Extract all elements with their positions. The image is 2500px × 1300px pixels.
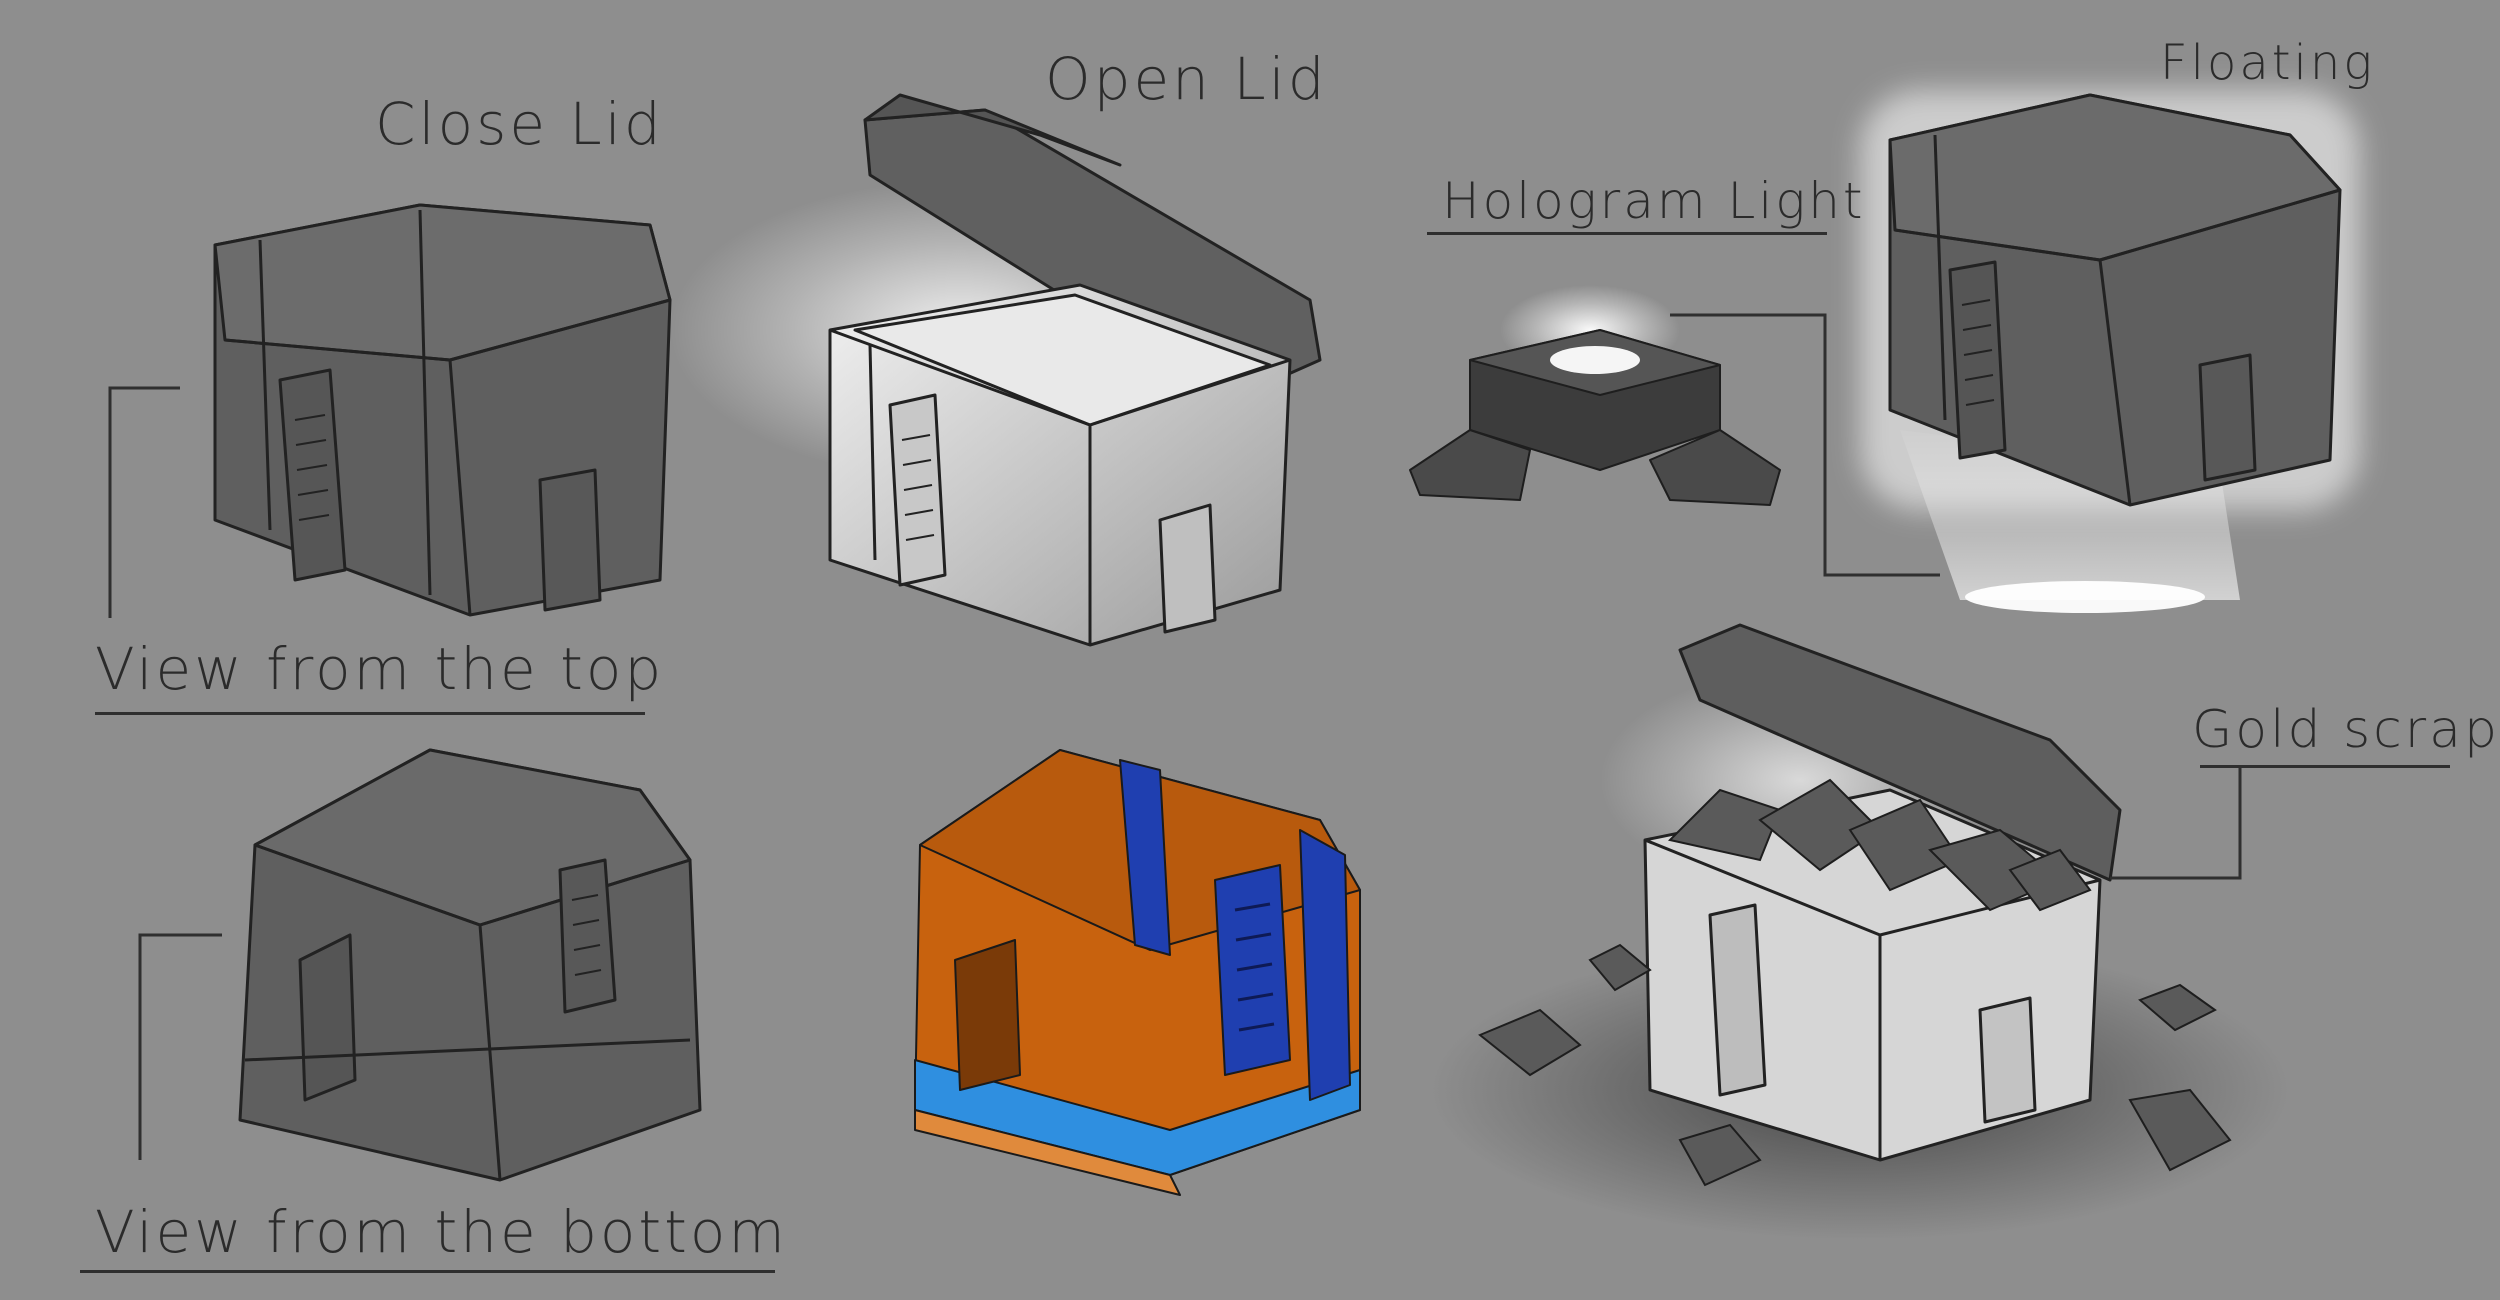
vent-icon: [1961, 299, 1995, 406]
hologram-base: [1409, 329, 1781, 506]
leader-lines: [108, 313, 2242, 1160]
crate-floating: [1888, 93, 2342, 507]
crate-colored: [914, 749, 1361, 1196]
label-open-lid: Open Lid: [1045, 45, 1328, 113]
label-floating: Floating: [2160, 35, 2376, 91]
underline-view-top: [95, 712, 645, 715]
label-view-top: View from the top: [95, 635, 665, 703]
underline-gold-scrap: [2200, 765, 2450, 768]
label-hologram-light: Hologram Light: [1442, 172, 1866, 230]
vent-icon: [571, 894, 602, 976]
crate-closed-top: [213, 203, 672, 617]
crate-closed-bottom: [238, 748, 702, 1182]
crate-open: [828, 93, 1322, 647]
hologram-beam-pool: [1965, 581, 2205, 613]
vent-icon: [1234, 902, 1275, 1032]
label-close-lid: Close Lid: [375, 90, 664, 158]
vent-icon: [294, 414, 330, 521]
gold-scrap-pile: [1478, 778, 2232, 1187]
label-view-bottom: View from the bottom: [95, 1198, 788, 1266]
label-gold-scrap: Gold scrap: [2192, 700, 2500, 760]
underline-view-bottom: [80, 1270, 775, 1273]
underline-hologram-light: [1427, 232, 1827, 235]
vent-icon: [901, 434, 935, 541]
